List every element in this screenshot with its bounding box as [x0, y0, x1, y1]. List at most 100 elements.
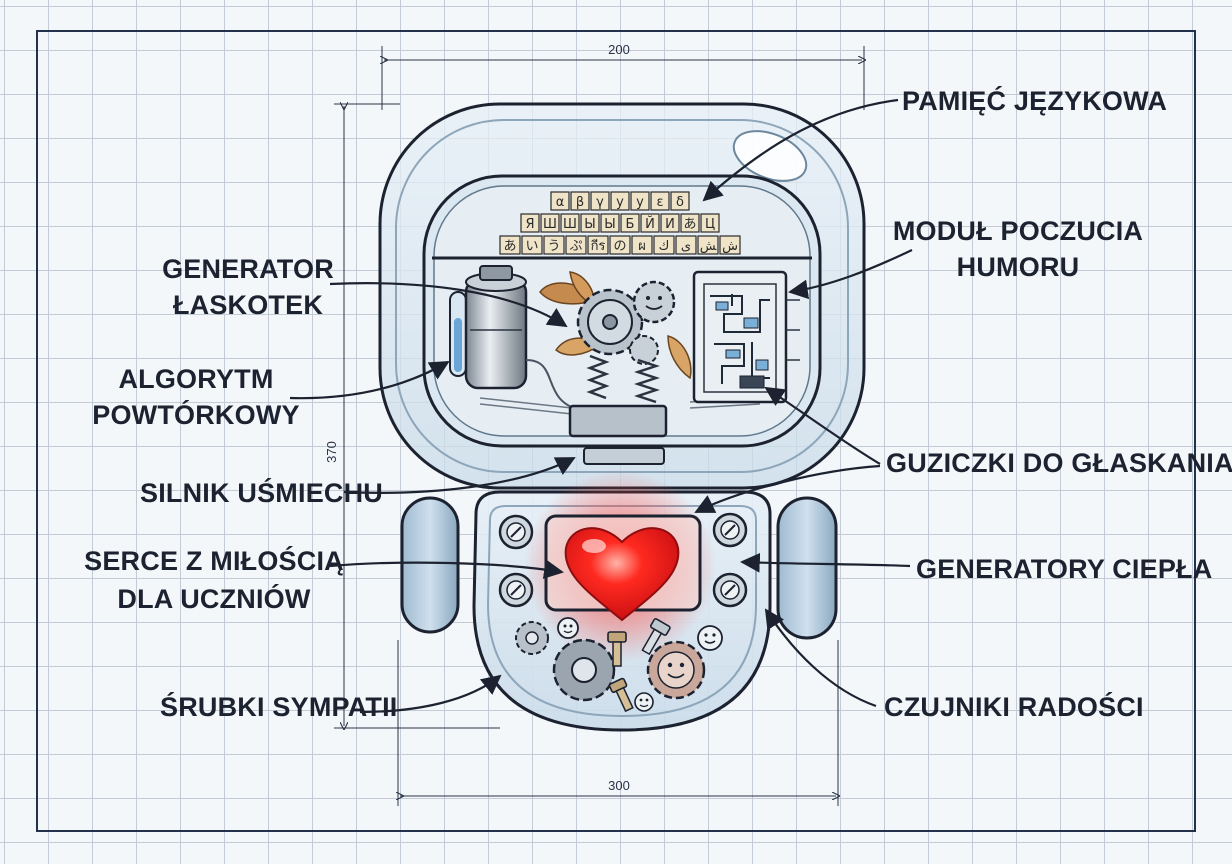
letter-tile — [650, 191, 670, 211]
letter-tile — [630, 191, 650, 211]
letter-tile — [521, 235, 543, 255]
label-modul-humoru-1: MODUŁ POCZUCIA — [893, 216, 1143, 246]
callout-labels: PAMIĘĆ JĘZYKOWA MODUŁ POCZUCIA HUMORU GE… — [84, 85, 1232, 722]
screw-icon — [641, 618, 671, 656]
letter-glyph: α — [556, 195, 565, 210]
label-pamiec-jezykowa: PAMIĘĆ JĘZYKOWA — [902, 85, 1167, 116]
letter-glyph: ی — [681, 239, 691, 254]
dimension-top: 200 — [382, 42, 864, 110]
letter-tile — [543, 235, 565, 255]
label-guziczki: GUZICZKI DO GŁASKANIA — [886, 448, 1232, 478]
letter-glyph: Ы — [584, 217, 595, 232]
letter-tile — [675, 235, 697, 255]
repetition-cylinder — [449, 265, 581, 411]
dimension-bottom-label: 300 — [608, 778, 630, 793]
label-srubki: ŚRUBKI SYMPATII — [160, 691, 398, 722]
letter-tile — [580, 213, 600, 233]
dimension-height: 370 — [324, 104, 500, 728]
springs — [586, 354, 660, 404]
gear-icon — [552, 638, 616, 702]
letter-tile — [620, 213, 640, 233]
letter-glyph: Й — [645, 216, 655, 232]
letter-tile — [570, 191, 590, 211]
letter-tile — [653, 235, 675, 255]
tickle-generator — [539, 271, 692, 380]
letter-tile — [565, 235, 587, 255]
letter-tile — [540, 213, 560, 233]
letter-glyph: Ш — [543, 217, 557, 232]
label-serce-1: SERCE Z MIŁOŚCIĄ — [84, 545, 344, 576]
letter-glyph: ผ — [638, 239, 646, 254]
heart-core — [524, 470, 716, 662]
letter-glyph: ぷ — [569, 239, 582, 254]
letter-tile — [680, 213, 700, 233]
letter-glyph: γ — [596, 195, 604, 210]
letter-glyph: δ — [676, 195, 684, 210]
blueprint-frame — [36, 30, 1196, 832]
letter-glyph: う — [547, 239, 560, 254]
letter-glyph: Ы — [604, 217, 615, 232]
letter-glyph: い — [525, 239, 538, 254]
label-silnik: SILNIK UŚMIECHU — [140, 477, 383, 508]
letter-glyph: у — [616, 195, 624, 210]
letter-tile — [660, 213, 680, 233]
letter-tile — [719, 235, 741, 255]
letter-tile — [550, 191, 570, 211]
smile-motor — [479, 397, 761, 465]
warmth-button — [712, 572, 748, 608]
letter-glyph: ﺵ — [722, 239, 738, 254]
letter-tile — [697, 235, 719, 255]
letter-glyph: И — [665, 217, 675, 232]
label-czujniki: CZUJNIKI RADOŚCI — [884, 691, 1144, 722]
label-algorytm-2: POWTÓRKOWY — [92, 399, 299, 430]
dimension-height-label: 370 — [324, 441, 339, 463]
label-generator-1: GENERATOR — [162, 254, 334, 284]
smiley-icon — [634, 692, 654, 712]
warmth-button — [712, 512, 748, 548]
letter-glyph: β — [576, 195, 584, 210]
letter-glyph: ε — [656, 195, 663, 210]
letter-tile — [587, 235, 609, 255]
letter-tile — [600, 213, 620, 233]
letter-glyph: Ш — [563, 217, 577, 232]
gear-icon — [515, 621, 549, 655]
letter-tile — [520, 213, 540, 233]
letter-tile — [560, 213, 580, 233]
letter-tile — [590, 191, 610, 211]
screw-icon — [607, 631, 627, 667]
letter-glyph: あ — [683, 217, 696, 232]
letter-tile — [610, 191, 630, 211]
letter-tile — [670, 191, 690, 211]
letter-glyph: の — [613, 239, 626, 254]
smiley-icon — [557, 617, 579, 639]
smiling-gear-icon — [646, 640, 706, 700]
label-generator-2: ŁASKOTEK — [173, 290, 323, 320]
label-generatory: GENERATORY CIEPŁA — [916, 554, 1212, 584]
letter-tile — [640, 213, 660, 233]
screw-icon — [608, 677, 634, 713]
smiley-icon — [697, 625, 723, 651]
warmth-button — [498, 572, 534, 608]
letter-glyph: Ц — [705, 217, 715, 232]
letter-tile — [609, 235, 631, 255]
letter-tile — [700, 213, 720, 233]
callout-arrows — [289, 98, 913, 714]
letter-glyph: ك — [659, 239, 670, 254]
label-modul-humoru-2: HUMORU — [957, 252, 1080, 282]
letter-tile — [499, 235, 521, 255]
letter-glyph: Б — [626, 217, 635, 232]
letter-glyph: กีร — [590, 238, 605, 254]
humor-module — [692, 270, 800, 404]
letter-tile — [631, 235, 653, 255]
label-serce-2: DLA UCZNIÓW — [117, 583, 310, 614]
sympathy-screws — [515, 617, 723, 713]
dimension-top-label: 200 — [608, 42, 630, 57]
dimension-bottom: 300 — [398, 640, 838, 806]
letter-glyph: Я — [525, 217, 534, 232]
label-algorytm-1: ALGORYTM — [118, 364, 273, 394]
letter-glyph: у — [636, 195, 644, 210]
letter-glyph: ﺶ — [700, 239, 717, 254]
letter-glyph: あ — [503, 239, 516, 254]
